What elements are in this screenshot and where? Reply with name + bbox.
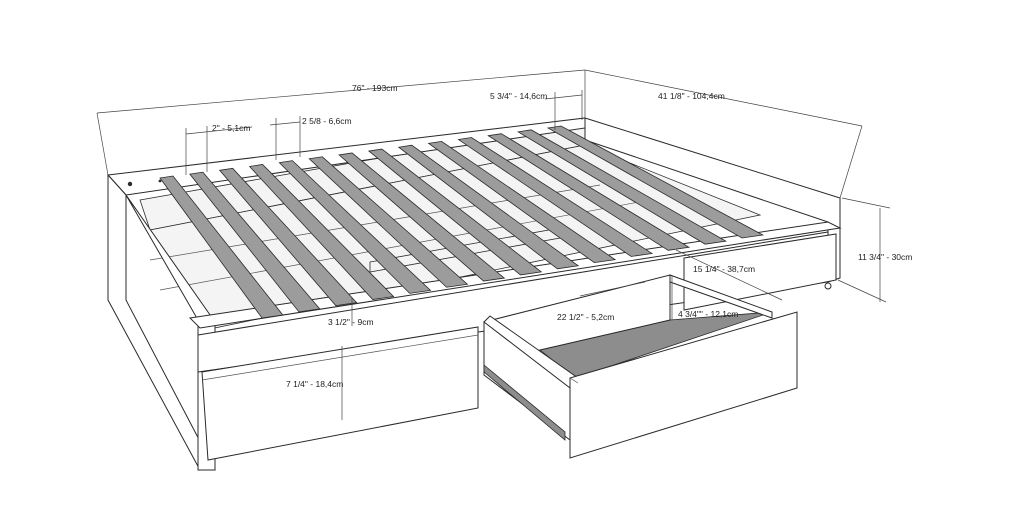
- width-dimline: [584, 69, 863, 127]
- slat: [278, 160, 432, 294]
- slat: [218, 167, 358, 307]
- slat: [308, 156, 469, 288]
- slat-width-dimline: [185, 126, 253, 135]
- end-gap-label: 5 3/4" - 14,6cm: [490, 91, 547, 101]
- height-label: 11 3/4" - 30cm: [858, 252, 912, 262]
- width-label: 41 1/8" - 104,4cm: [658, 91, 725, 101]
- open-drawer: [483, 274, 798, 459]
- left-end-inner: [125, 194, 216, 471]
- drawer-front-height-label: 7 1/4" - 18,4cm: [286, 379, 343, 389]
- drawer-height-label: 4 3/4"" - 12,1cm: [678, 309, 738, 319]
- drawer-edge: [569, 377, 579, 384]
- slat: [338, 152, 506, 282]
- slat-group: [159, 125, 765, 319]
- slat: [397, 144, 580, 270]
- open-drawer-front: [569, 311, 798, 459]
- end-gap-dimline: [544, 94, 583, 100]
- width-ext: [839, 125, 863, 199]
- slat-width-label: 2" - 5,1cm: [212, 123, 250, 133]
- slat-spacing-label: 2 5/8 - 6,6cm: [302, 116, 352, 126]
- drawer-width-dimline: [579, 281, 646, 297]
- height-ext-bottom: [837, 279, 887, 303]
- dimension-labels: 76" - 193cm 41 1/8" - 104,4cm 2" - 5,1cm…: [212, 83, 912, 389]
- height-ext-top: [841, 197, 891, 209]
- slat: [367, 148, 543, 276]
- caster-wheel: [824, 282, 832, 290]
- right-drawer-front: [683, 233, 837, 311]
- slat: [427, 140, 617, 264]
- length-dimline: [96, 69, 586, 114]
- slat: [248, 164, 395, 300]
- slat: [487, 133, 691, 251]
- screw-1: [127, 181, 133, 187]
- slat: [159, 175, 284, 319]
- slat: [516, 129, 728, 245]
- drawer-slide-rail: [483, 364, 566, 441]
- left-drawer-top-edge: [201, 334, 479, 381]
- dimension-lines: [96, 69, 891, 420]
- slat: [546, 125, 765, 239]
- length-ext-left: [96, 112, 109, 176]
- slat: [189, 171, 321, 313]
- slat-spacing-dimline: [269, 121, 301, 126]
- drawer-depth-dimline: [675, 249, 783, 301]
- screw-2: [158, 179, 162, 183]
- length-label: 76" - 193cm: [352, 83, 398, 93]
- base-gap-label: 3 1/2" - 9cm: [328, 317, 374, 327]
- drawer-width-label: 22 1/2" - 5,2cm: [557, 312, 614, 322]
- slat: [457, 137, 654, 257]
- left-drawer-front: [201, 326, 479, 461]
- drawer-depth-label: 15 1/4" - 38,7cm: [693, 264, 755, 274]
